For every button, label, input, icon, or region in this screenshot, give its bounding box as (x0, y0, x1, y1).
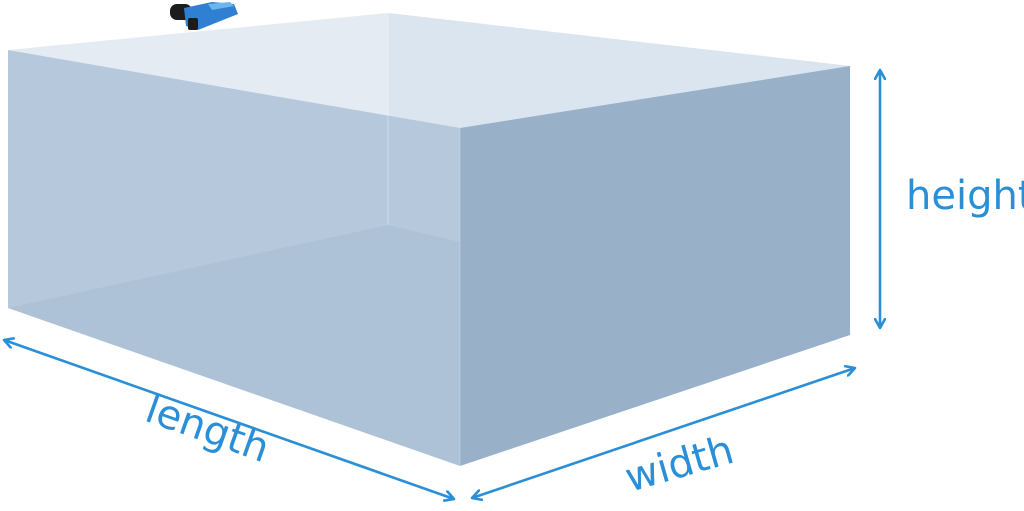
underwater-sonar-device-icon (170, 2, 238, 30)
length-label: length (140, 386, 276, 472)
width-arrow-line (472, 368, 855, 498)
length-arrow-line (4, 340, 454, 499)
water-tank (8, 13, 850, 466)
height-label: height (906, 173, 1024, 219)
width-label: width (620, 427, 739, 502)
tank-side-face (460, 66, 850, 466)
length-arrow (4, 340, 454, 499)
width-arrow (472, 368, 855, 498)
